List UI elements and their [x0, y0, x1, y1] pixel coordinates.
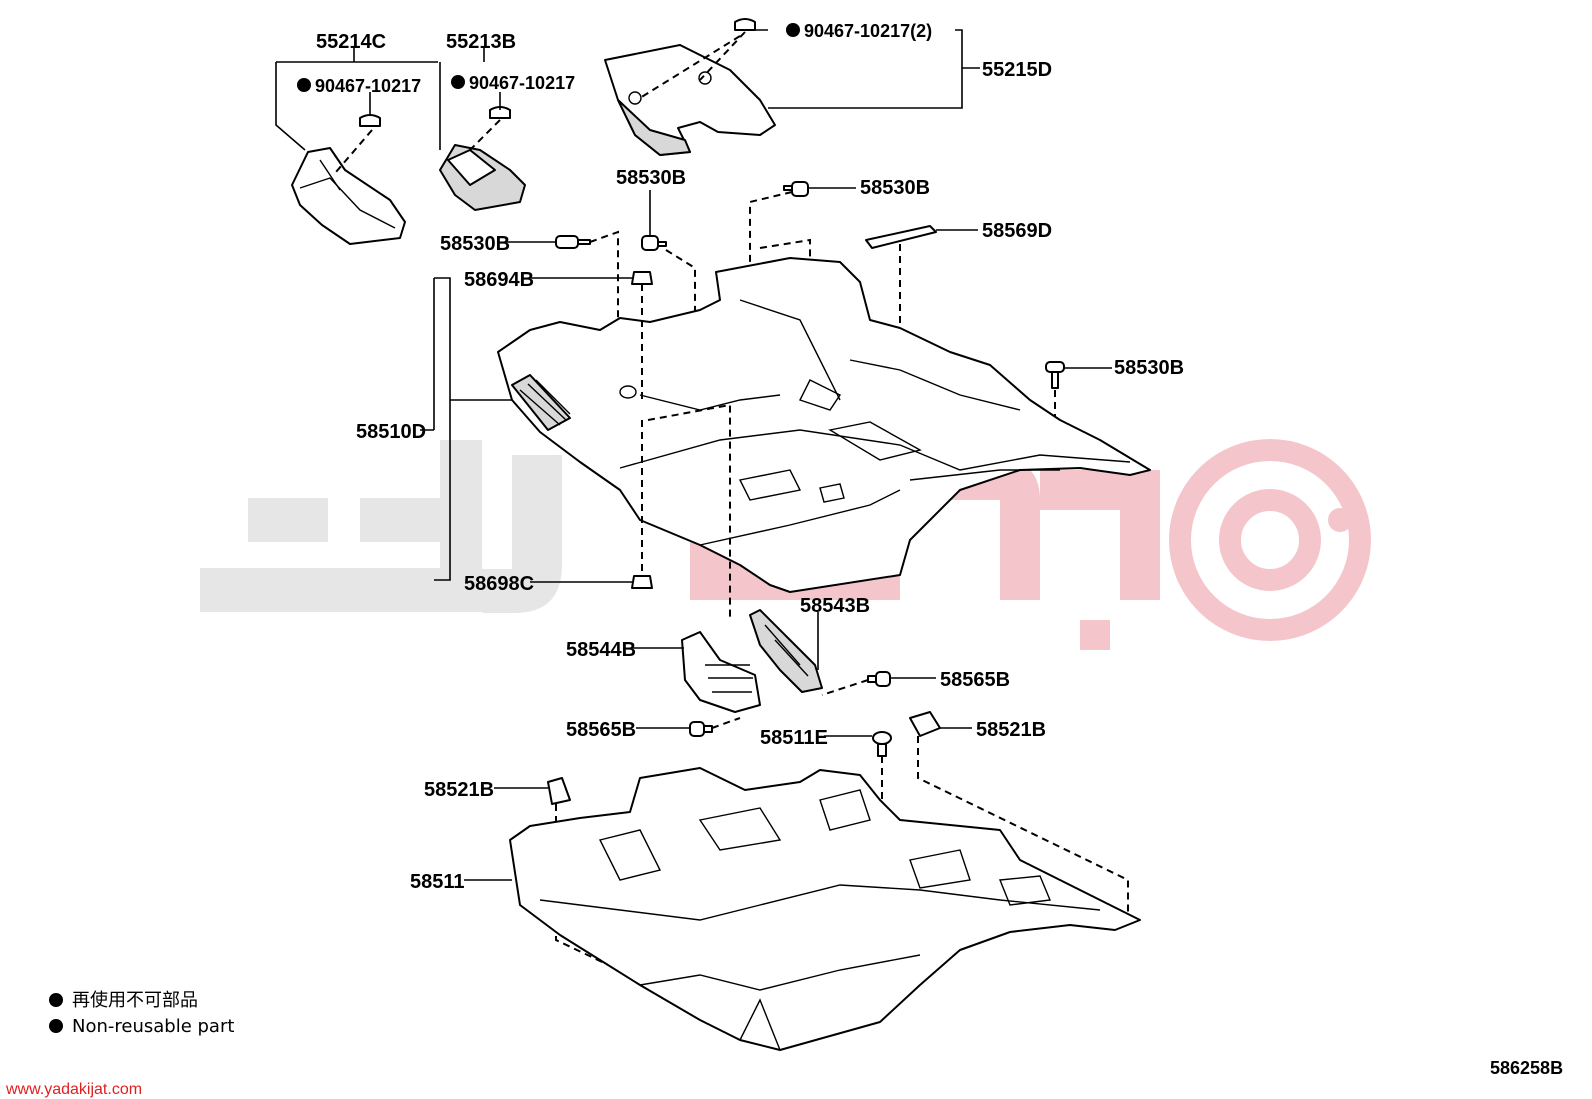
- part-55214C: [291, 114, 406, 245]
- label-55213B: 55213B: [446, 31, 516, 53]
- non-reusable-marker: [297, 78, 311, 92]
- label-90467-c: 90467-10217(2): [804, 21, 932, 41]
- label-90467-b: 90467-10217: [469, 73, 575, 93]
- part-58511: [509, 767, 1141, 1051]
- label-58511E: 58511E: [760, 727, 828, 749]
- legend-english: Non-reusable part: [72, 1016, 234, 1037]
- label-58511: 58511: [410, 871, 465, 893]
- part-55215D: [604, 18, 776, 156]
- diagram-code: 586258B: [1490, 1058, 1563, 1078]
- label-58510D: 58510D: [356, 421, 426, 443]
- part-58544B: [681, 631, 761, 713]
- clip-58521B-left: [547, 777, 571, 805]
- label-58569D: 58569D: [982, 220, 1052, 242]
- part-58569D: [865, 225, 937, 249]
- label-58521B-left: 58521B: [424, 779, 494, 801]
- fastener-58565B-left: [689, 721, 713, 737]
- label-55214C: 55214C: [316, 31, 386, 53]
- legend-bullet-icon: [49, 1019, 63, 1033]
- label-90467-a: 90467-10217: [315, 76, 421, 96]
- label-58694B: 58694B: [464, 269, 534, 291]
- label-58530B-far: 58530B: [1114, 357, 1184, 379]
- label-55215D: 55215D: [982, 59, 1052, 81]
- non-reusable-marker: [786, 23, 800, 37]
- pin-58511E: [872, 731, 892, 757]
- label-58543B: 58543B: [800, 595, 870, 617]
- clip-58521B-right: [909, 711, 941, 737]
- clip-58698C: [631, 575, 653, 589]
- website-link[interactable]: www.yadakijat.com: [5, 1081, 142, 1098]
- label-58565B-left: 58565B: [566, 719, 636, 741]
- label-58521B-right: 58521B: [976, 719, 1046, 741]
- clip-58694B: [631, 271, 653, 285]
- part-58543B: [749, 609, 823, 693]
- screw-58530B-right: [783, 181, 809, 197]
- fastener-58565B-right: [867, 671, 891, 687]
- screw-58530B-left: [555, 235, 591, 249]
- label-58698C: 58698C: [464, 573, 534, 595]
- label-58544B: 58544B: [566, 639, 636, 661]
- non-reusable-marker: [451, 75, 465, 89]
- legend-japanese: 再使用不可部品: [72, 990, 198, 1011]
- label-58565B-right: 58565B: [940, 669, 1010, 691]
- legend-bullet-icon: [49, 993, 63, 1007]
- label-58530B-right: 58530B: [860, 177, 930, 199]
- screw-58530B-far: [1045, 361, 1065, 389]
- part-labels: 55214C 55213B 90467-10217 90467-10217 90…: [297, 21, 1184, 893]
- screw-58530B-center: [641, 235, 667, 251]
- label-58530B-left: 58530B: [440, 233, 510, 255]
- part-55213B: [439, 106, 526, 211]
- label-58530B-center: 58530B: [616, 167, 686, 189]
- part-58510D: [497, 257, 1151, 593]
- legend: 再使用不可部品 Non-reusable part: [49, 990, 234, 1037]
